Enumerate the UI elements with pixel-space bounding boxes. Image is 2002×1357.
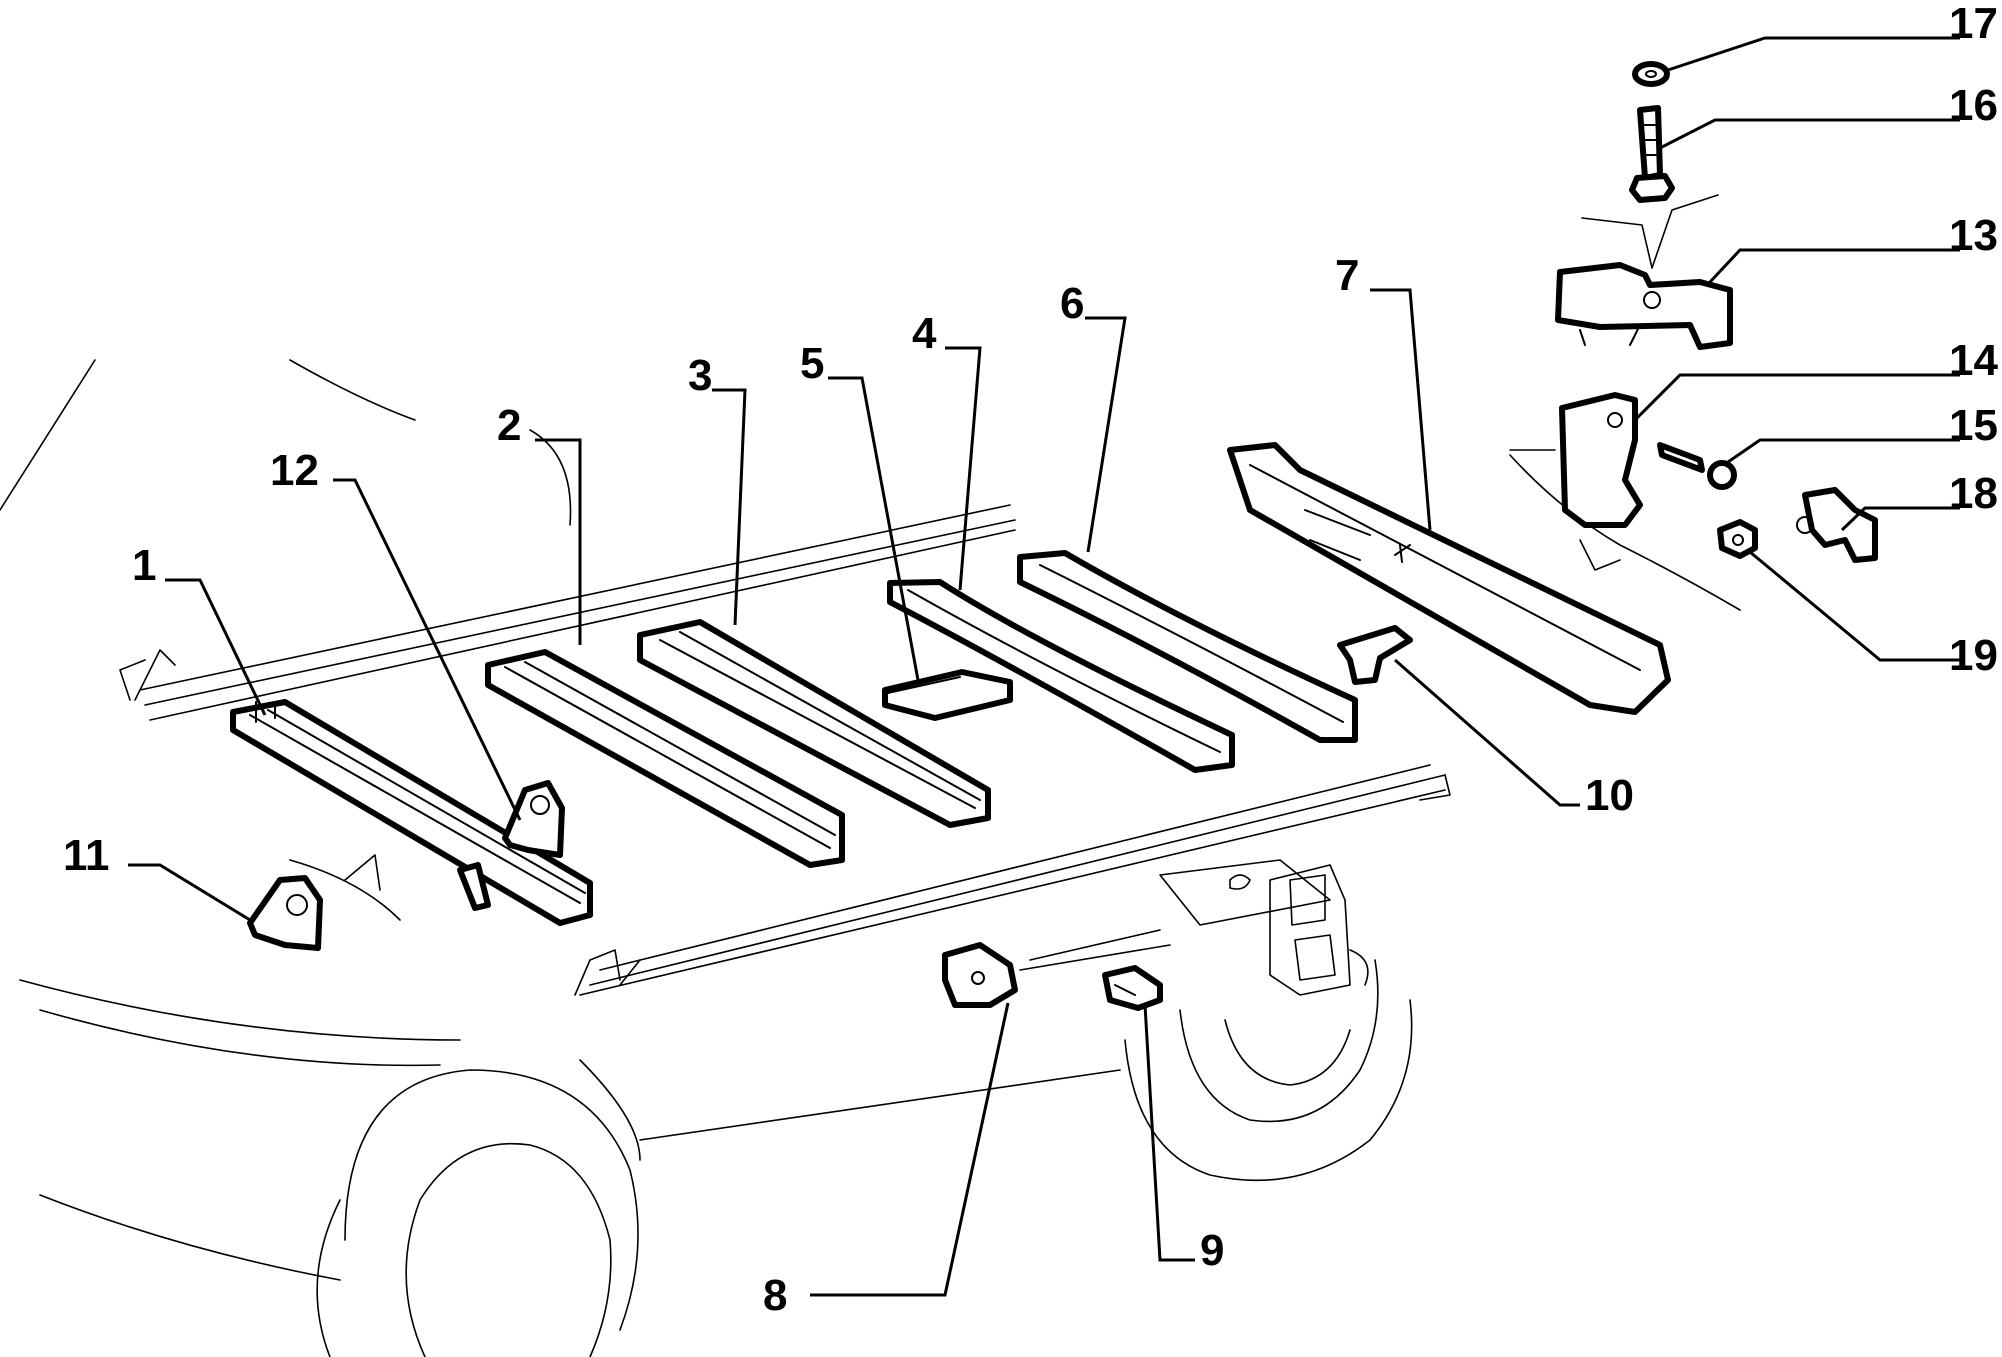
callout-3: 3 <box>688 351 712 400</box>
assembly-arrow <box>1509 194 1719 451</box>
callout-13: 13 <box>1949 211 1998 260</box>
rear-axle-detail <box>1019 859 1369 996</box>
part-11-bracket <box>247 875 323 951</box>
callout-10: 10 <box>1585 771 1634 820</box>
callout-5: 5 <box>800 339 824 388</box>
part-1-cross-member <box>230 699 593 926</box>
part-16-bolt <box>1629 105 1675 203</box>
callout-15: 15 <box>1949 401 1998 450</box>
part-8-bracket <box>942 942 1018 1008</box>
part-12-bracket <box>502 780 565 858</box>
callout-11: 11 <box>63 831 110 880</box>
leader-lines <box>128 36 1960 1297</box>
callout-1: 1 <box>132 541 156 590</box>
part-4-cross-member <box>887 579 1235 773</box>
callout-16: 16 <box>1949 81 1998 130</box>
right-floor-side-rail <box>574 764 1451 996</box>
callout-17: 17 <box>1949 0 1998 48</box>
callout-14: 14 <box>1949 336 1998 385</box>
part-14-support <box>1559 392 1643 528</box>
callout-19: 19 <box>1949 631 1998 680</box>
part-18-clip <box>1796 487 1878 563</box>
callout-8: 8 <box>763 1271 787 1320</box>
callout-6: 6 <box>1060 279 1084 328</box>
part-7-rear-cross-member <box>1227 442 1671 715</box>
callout-labels: 1 2 3 4 5 6 7 8 9 10 11 12 13 14 15 16 1… <box>63 0 1999 1320</box>
callout-12: 12 <box>270 446 319 495</box>
part-13-support <box>1555 262 1733 350</box>
part-2-cross-member <box>485 649 845 868</box>
callout-9: 9 <box>1200 1226 1224 1275</box>
part-15-bolt <box>1657 442 1737 490</box>
part-5-pad <box>882 669 1013 721</box>
callout-7: 7 <box>1335 251 1359 300</box>
part-17-washer <box>1632 61 1670 87</box>
callout-2: 2 <box>497 401 521 450</box>
part-3-cross-member <box>637 619 991 828</box>
part-6-cross-member <box>1017 550 1358 743</box>
part-9-bracket <box>1102 965 1163 1011</box>
callout-4: 4 <box>912 309 937 358</box>
part-19-nut <box>1717 519 1758 559</box>
vehicle-body-outline <box>0 359 1741 1357</box>
callout-18: 18 <box>1949 469 1998 518</box>
part-10-bracket <box>1337 625 1413 685</box>
